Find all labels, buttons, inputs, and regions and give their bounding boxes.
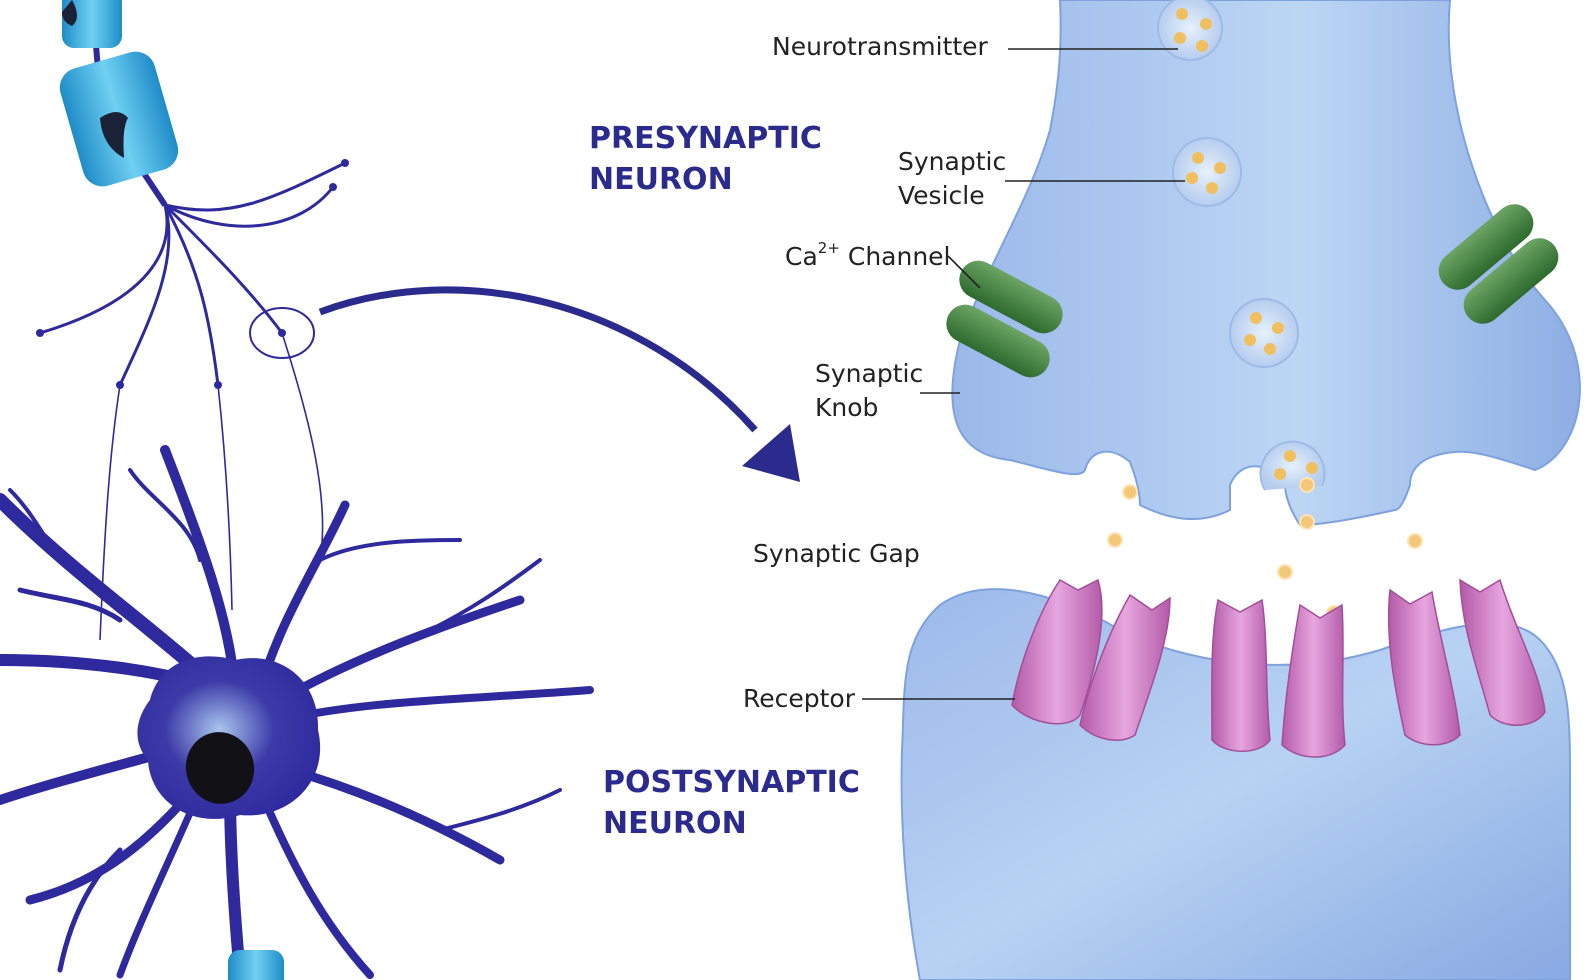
receptors [1011,578,1546,758]
receptor [1211,598,1271,752]
heading-postsynaptic-line2: NEURON [603,806,747,841]
label-synaptic-knob-line2: Knob [815,393,879,422]
label-synaptic-gap: Synaptic Gap [753,539,920,568]
vesicle [1172,137,1242,207]
receptor [1459,578,1546,726]
synaptic-vesicles [1157,0,1326,491]
receptor [1387,588,1461,746]
label-synaptic-vesicle-line1: Synaptic [898,147,1007,176]
ca-channel-right [1438,204,1559,324]
label-synaptic-vesicle-line2: Vesicle [898,181,985,210]
receptor [1079,593,1171,741]
axon-hillock-myelin [228,950,284,980]
leader-ca-channel [947,255,981,289]
heading-presynaptic-neuron: PRESYNAPTIC NEURON [589,118,822,200]
schwann-nucleus-icon [100,112,128,158]
myelin-sheath-top [62,0,122,48]
label-synaptic-knob: Synaptic Knob [815,357,923,425]
zoom-callout-circle [249,307,315,359]
heading-postsynaptic-neuron: POSTSYNAPTIC NEURON [603,762,860,844]
label-ca-suffix: Channel [847,242,951,271]
heading-postsynaptic-line1: POSTSYNAPTIC [603,765,860,800]
receptor [1011,578,1103,725]
label-synaptic-knob-line1: Synaptic [815,359,924,388]
axon [59,0,179,207]
ca-channel-left [946,260,1063,378]
label-synaptic-vesicle: Synaptic Vesicle [898,145,1006,213]
heading-presynaptic-line1: PRESYNAPTIC [589,121,822,156]
label-receptor: Receptor [743,684,855,713]
terminal-bouton-dots [36,159,349,389]
label-ca-prefix: Ca [785,242,818,271]
receptor [1281,603,1346,758]
label-neurotransmitter: Neurotransmitter [772,32,988,61]
label-ca-channel: Ca2+ Channel [785,231,951,274]
zoom-arrow [318,286,800,482]
leader-lines [862,48,1185,700]
heading-presynaptic-line2: NEURON [589,162,733,197]
vesicle [1157,0,1223,61]
released-neurotransmitter [1107,477,1423,621]
label-ca-superscript: 2+ [817,239,840,257]
vesicle [1229,298,1299,368]
schwann-nucleus-icon [62,0,77,26]
presynaptic-terminal [951,0,1581,527]
nucleus [185,732,255,804]
